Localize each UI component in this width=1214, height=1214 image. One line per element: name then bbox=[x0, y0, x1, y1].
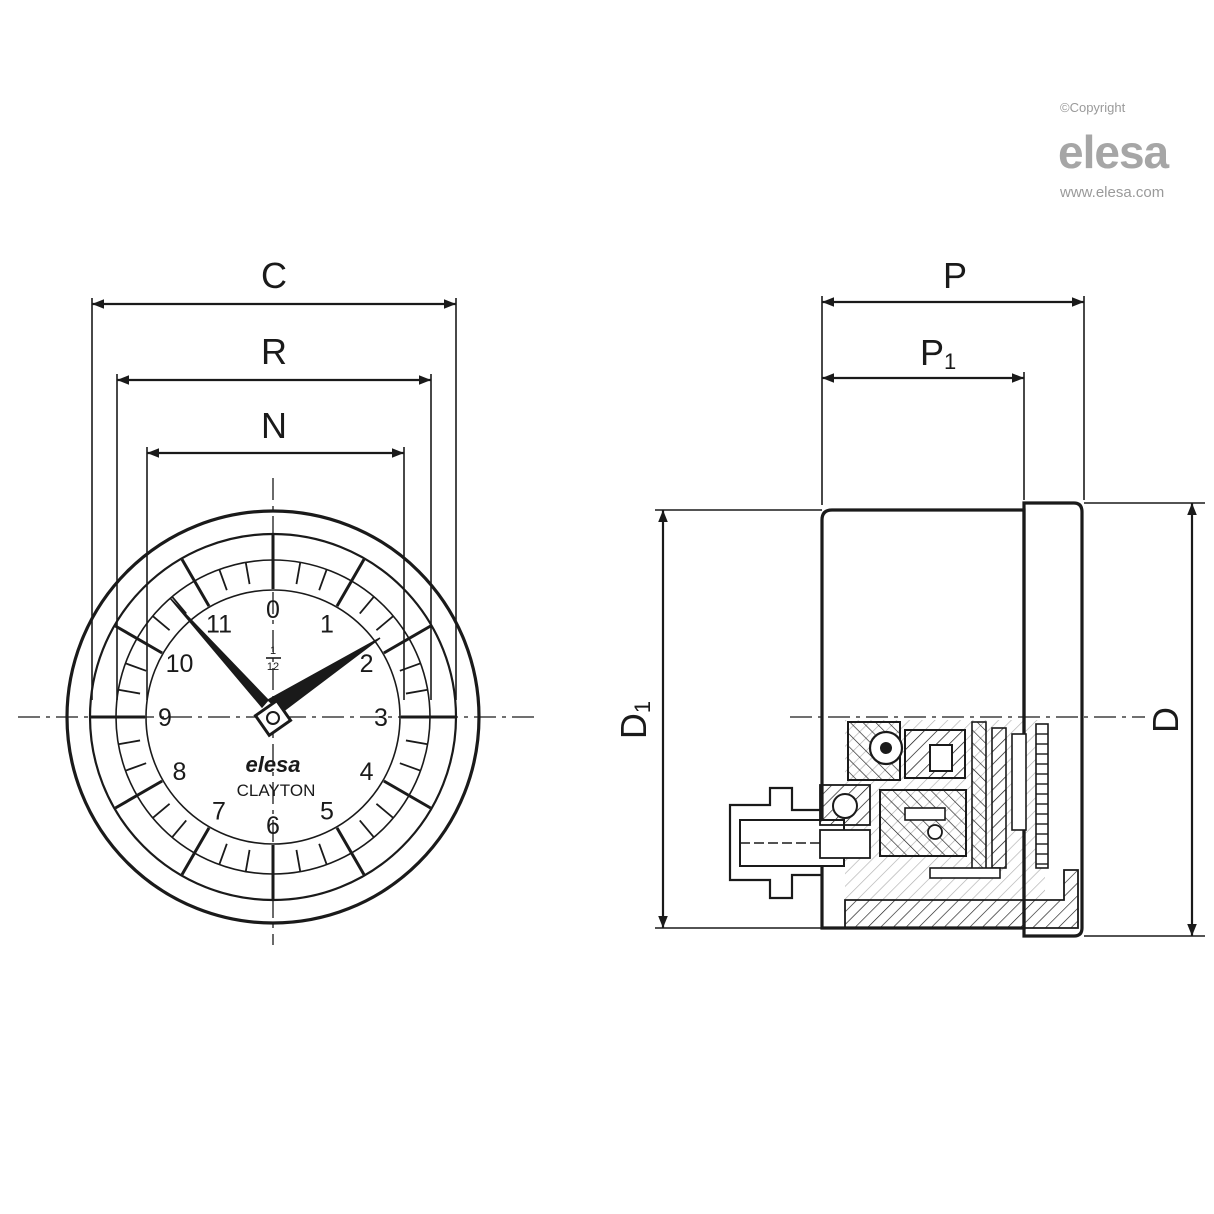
dial-tick bbox=[318, 843, 328, 865]
housing-body bbox=[820, 508, 1026, 930]
dimension-label-d1-group: D1 bbox=[613, 701, 655, 739]
hour-hand bbox=[169, 597, 270, 709]
dial-tick bbox=[114, 779, 163, 810]
dial-tick bbox=[125, 662, 147, 672]
gear-block-lower bbox=[879, 789, 967, 857]
dial-tick bbox=[375, 803, 394, 819]
dial-tick bbox=[152, 803, 171, 819]
dial-tick bbox=[359, 596, 375, 615]
dial-tick bbox=[399, 662, 421, 672]
bearing-upper-core bbox=[880, 742, 892, 754]
dial-tick bbox=[375, 615, 394, 631]
dial-tick bbox=[359, 819, 375, 838]
dial-numeral: 10 bbox=[166, 650, 194, 678]
hand-hub bbox=[253, 698, 293, 738]
dial-tick bbox=[180, 827, 211, 876]
dial-plate-segments bbox=[1036, 733, 1048, 865]
dial-tick bbox=[244, 562, 251, 585]
bearing-lower bbox=[832, 793, 858, 819]
watermark-url: www.elesa.com bbox=[1059, 184, 1164, 201]
dial-tick bbox=[295, 562, 302, 585]
front-bezel bbox=[1022, 501, 1084, 938]
dial-numeral: 3 bbox=[374, 704, 388, 732]
dial-tick bbox=[218, 569, 228, 591]
dimension-label-r: R bbox=[261, 331, 287, 372]
dial-numeral: 8 bbox=[173, 758, 187, 786]
bottom-pin bbox=[929, 867, 1001, 879]
dial-tick bbox=[180, 558, 211, 607]
dial-tick bbox=[244, 849, 251, 872]
dimension-label-p: P bbox=[943, 255, 967, 296]
side-view: P P1 D1 D bbox=[613, 255, 1205, 938]
dimension-label-n: N bbox=[261, 405, 287, 446]
copyright-text: ©Copyright bbox=[1060, 100, 1126, 115]
dial-tick bbox=[171, 819, 187, 838]
dial-numeral: 1 bbox=[320, 610, 334, 638]
fraction-denominator: 12 bbox=[267, 661, 279, 673]
fraction-numerator: 1 bbox=[270, 645, 276, 657]
dial-tick bbox=[335, 558, 366, 607]
shaft-housing bbox=[728, 786, 824, 900]
dial-tick bbox=[318, 569, 328, 591]
dial-tick bbox=[383, 779, 432, 810]
dial-numeral: 9 bbox=[158, 704, 172, 732]
dial-tick bbox=[383, 624, 432, 655]
scale-inner-circle bbox=[145, 589, 401, 845]
dial-tick bbox=[335, 827, 366, 876]
dial-tick bbox=[405, 688, 428, 695]
dial-tick bbox=[118, 688, 141, 695]
elesa-logo: elesa bbox=[1058, 126, 1170, 178]
counter-wheel-left bbox=[971, 721, 987, 873]
dial-plate bbox=[1035, 723, 1049, 869]
lower-pin bbox=[904, 807, 946, 821]
dial-tick bbox=[295, 849, 302, 872]
gear-slot bbox=[929, 744, 953, 772]
dimension-label-p1: P1 bbox=[920, 332, 956, 374]
dial-tick bbox=[125, 762, 147, 772]
dial-tick bbox=[171, 596, 187, 615]
counter-wheel-mid bbox=[991, 727, 1007, 869]
case-bottom-section bbox=[844, 869, 1079, 929]
dimension-label-d: D bbox=[1145, 707, 1186, 733]
dial-numeral: 4 bbox=[360, 758, 374, 786]
dial-tick-marks bbox=[91, 535, 455, 899]
dimension-label-c: C bbox=[261, 255, 287, 296]
dial-numeral: 2 bbox=[360, 650, 374, 678]
dimension-label-d1: D1 bbox=[613, 701, 655, 739]
dial-tick bbox=[405, 739, 428, 746]
lower-pin-hole bbox=[927, 824, 943, 840]
dial-numeral: 7 bbox=[212, 798, 226, 826]
dial-numeral: 6 bbox=[266, 812, 280, 840]
dial-numeral: 0 bbox=[266, 596, 280, 624]
counter-wheel-right bbox=[1011, 733, 1027, 831]
bezel-inner-ring bbox=[88, 532, 458, 902]
dial-brand-logo: elesa bbox=[245, 752, 300, 777]
bezel-outer-ring bbox=[65, 509, 481, 925]
dial-tick bbox=[114, 624, 163, 655]
dimension-label-d-group: D bbox=[1145, 707, 1186, 733]
dial-tick bbox=[218, 843, 228, 865]
dial-tick bbox=[152, 615, 171, 631]
dial-numeral: 5 bbox=[320, 798, 334, 826]
elesa-watermark: ©Copyright elesa www.elesa.com bbox=[1058, 100, 1171, 201]
dial-brand-name: CLAYTON bbox=[237, 781, 316, 800]
dial-numeral: 11 bbox=[206, 610, 232, 638]
dial-tick bbox=[399, 762, 421, 772]
shaft-collar bbox=[819, 829, 871, 859]
dial-tick bbox=[118, 739, 141, 746]
